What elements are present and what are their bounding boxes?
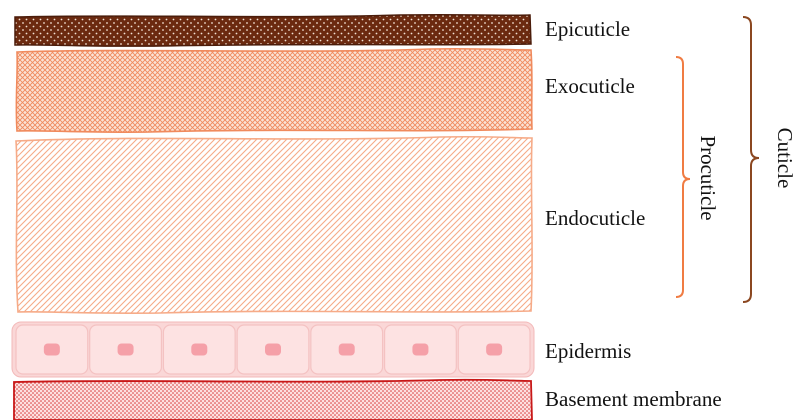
epidermis-nucleus [486, 344, 502, 356]
label-endocuticle: Endocuticle [545, 206, 645, 230]
label-epicuticle: Epicuticle [545, 17, 630, 41]
cuticle-bracket [743, 17, 759, 302]
label-cuticle: Cuticle [773, 128, 797, 189]
label-epidermis: Epidermis [545, 339, 631, 363]
epidermis-nucleus [412, 344, 428, 356]
label-exocuticle: Exocuticle [545, 74, 635, 98]
endocuticle-layer [16, 137, 532, 313]
epicuticle-layer [15, 15, 531, 46]
epidermis-nucleus [191, 344, 207, 356]
epidermis-nucleus [339, 344, 355, 356]
epidermis-nucleus [265, 344, 281, 356]
label-basement-membrane: Basement membrane [545, 387, 722, 411]
exocuticle-layer [16, 49, 532, 132]
label-procuticle: Procuticle [696, 135, 720, 220]
basement-membrane-layer [14, 380, 532, 420]
epidermis-nucleus [44, 344, 60, 356]
epidermis-nucleus [118, 344, 134, 356]
epidermis-layer [12, 322, 534, 377]
procuticle-bracket [676, 57, 690, 297]
